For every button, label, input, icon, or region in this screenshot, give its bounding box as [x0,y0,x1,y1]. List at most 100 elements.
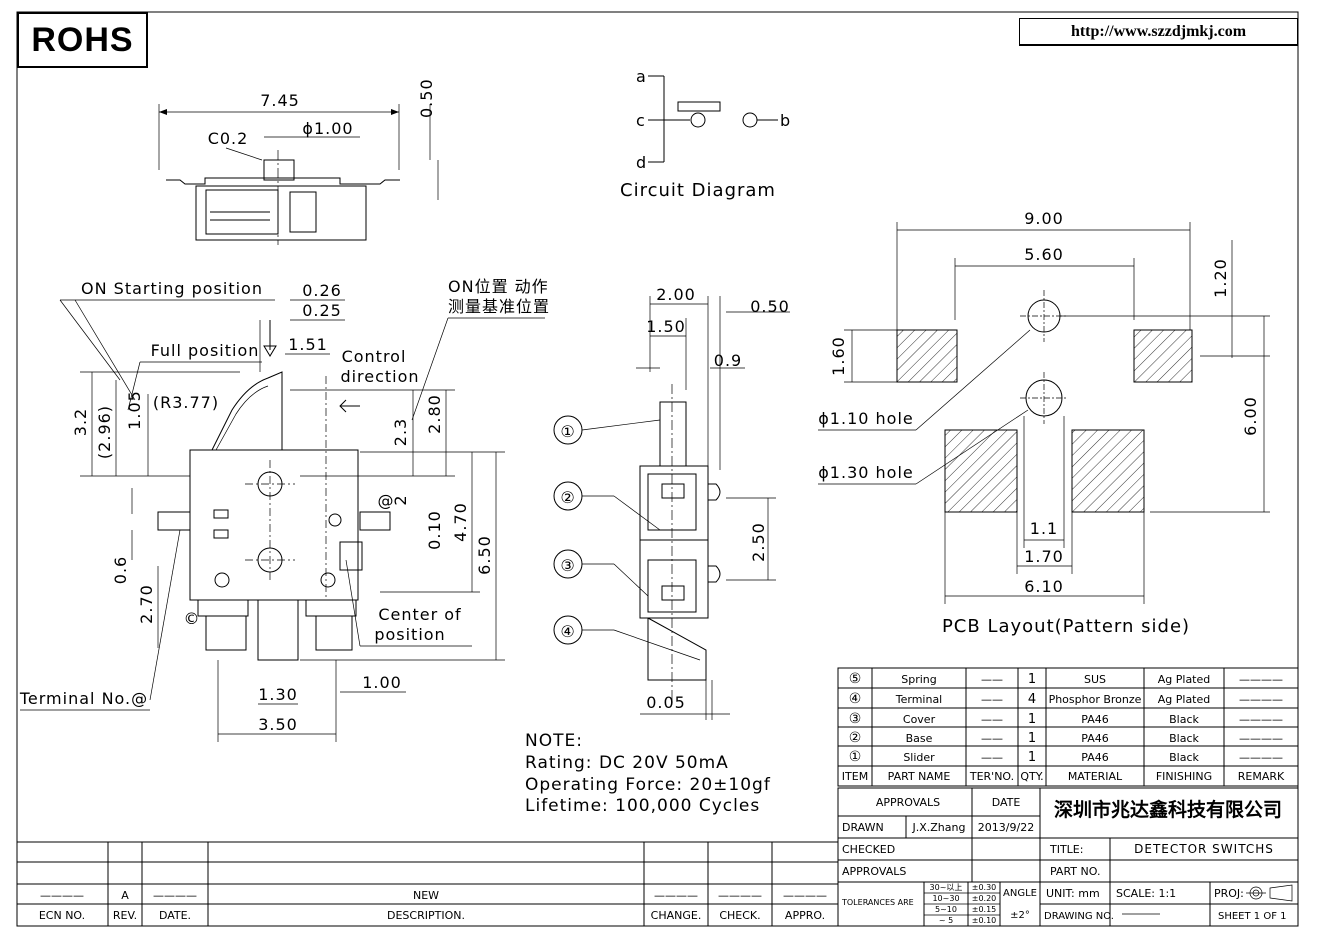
bom-header-finishing: FINISHING [1156,770,1212,783]
bom-cell-qty: 1 [1028,712,1036,727]
bom-cell-name: Base [906,732,933,745]
rev-header-desc: DESCRIPTION. [387,909,465,922]
bom-header-name: PART NAME [888,770,951,783]
callout-3: ③ [560,556,575,575]
tb-proj: PROJ: [1214,887,1244,900]
dim-5-60: 5.60 [1024,245,1064,264]
tb-drawing-no: DRAWING NO. [1044,911,1114,922]
tol-range-1: 30~以上 [930,883,963,892]
bom-cell-ter: —— [981,713,1003,726]
bom-cell-material: Phosphor Bronze [1049,693,1142,706]
dim-2-80: 2.80 [425,394,444,434]
bom-cell-material: PA46 [1081,732,1108,745]
note-force: Operating Force: 20±10gf [525,775,771,795]
bom-cell-item: ② [849,730,862,746]
tb-drawn-date: 2013/9/22 [978,821,1034,834]
terminal-no-label: Terminal No.@ [19,689,148,708]
revision-block: ———— A ———— NEW ———— ———— ———— ECN NO. R… [17,841,838,926]
bom-cell-qty: 1 [1028,750,1036,765]
tb-title-value: DETECTOR SWITCHS [1134,842,1274,856]
bom-cell-name: Terminal [895,693,943,706]
dim-0-9: 0.9 [714,351,742,370]
callout-2: ② [560,488,575,507]
note-life: Lifetime: 100,000 Cycles [525,796,760,816]
bom-cell-name: Cover [903,713,936,726]
tol-range-2: 10~30 [932,894,959,903]
tol-range-4: ~ 5 [939,916,953,925]
dim-1-20: 1.20 [1211,258,1230,298]
dim-0-10: 0.10 [425,510,444,550]
tb-angle: ANGLE [1003,888,1037,899]
dim-0-50-side: 0.50 [750,297,790,316]
tol-val-3: ±0.15 [972,905,997,914]
bom-cell-ter: —— [981,751,1003,764]
bom-cell-finishing: Black [1169,751,1199,764]
bom-cell-item: ③ [849,711,862,727]
tb-approvals: APPROVALS [876,796,940,809]
pad-top-right [1133,329,1193,383]
dim-2: 2 [391,494,410,505]
tb-checked: CHECKED [842,843,895,856]
rev-desc: NEW [413,889,439,902]
tol-range-3: 5~10 [935,905,957,914]
full-position-label: Full position [151,341,260,360]
rev-header-rev: REV. [113,909,137,922]
tol-val-4: ±0.10 [972,916,997,925]
bom-cell-finishing: Black [1169,732,1199,745]
dim-0-25: 0.25 [302,301,342,320]
dim-7-45: 7.45 [260,91,300,110]
bom-cell-finishing: Black [1169,713,1199,726]
dim-6-50: 6.50 [475,535,494,575]
dim-1-1: 1.1 [1030,519,1058,538]
pad-bottom-right [1071,429,1145,513]
center-of-label-1: Center of [378,605,461,624]
bom-header-ter: TER'NO. [969,770,1014,783]
bom-cell-finishing: Ag Plated [1158,693,1211,706]
bom-cell-qty: 1 [1028,672,1036,687]
tb-angle-val: ±2° [1010,910,1030,921]
on-cn-label-1: ON位置 动作 [448,277,549,296]
tb-approvals-2: APPROVALS [842,865,906,878]
pin-b: b [780,111,791,130]
circuit-diagram: a b c d Circuit Diagram [620,67,791,201]
tb-tolerances: TOLERANCES ARE [841,898,914,907]
bom-cell-material: PA46 [1081,713,1108,726]
pcb-title: PCB Layout(Pattern side) [942,616,1190,637]
rev-check: ———— [718,889,762,902]
dim-6-00: 6.00 [1241,396,1260,436]
bom-cell-item: ④ [849,691,862,707]
bom-cell-qty: 4 [1028,692,1036,707]
rev-header-date: DATE. [159,909,191,922]
company-name: 深圳市兆达鑫科技有限公司 [1054,798,1282,821]
pin-d: d [636,153,647,172]
side-view: 2.00 1.50 0.50 0.9 2.50 0.05 ① ② ③ ④ [553,285,790,720]
dim-3-50: 3.50 [258,715,298,734]
bom-cell-remark: ———— [1239,713,1283,726]
notes: NOTE: Rating: DC 20V 50mA Operating Forc… [525,731,771,816]
bom-header-material: MATERIAL [1068,770,1123,783]
callout-1: ① [560,422,575,441]
pin-c: c [636,111,646,130]
dim-r3-77: (R3.77) [153,393,219,412]
bom-cell-remark: ———— [1239,693,1283,706]
front-view: ON Starting position Full position Contr… [19,277,549,742]
bom-cell-material: PA46 [1081,751,1108,764]
bom-cell-finishing: Ag Plated [1158,673,1211,686]
center-of-label-2: position [374,625,445,644]
dim-1-51: 1.51 [288,335,328,354]
dim-3-2: 3.2 [71,408,90,436]
tb-scale: SCALE: 1:1 [1116,887,1176,900]
tb-part-no: PART NO. [1050,865,1100,878]
tb-date: DATE [992,796,1021,809]
dim-dia-1-00: ϕ1.00 [302,119,353,138]
control-label-2: direction [340,367,419,386]
pin-a: a [636,67,647,86]
tb-drawn-by: J.X.Zhang [912,821,966,834]
on-starting-label: ON Starting position [81,279,263,298]
title-block: APPROVALS DATE 深圳市兆达鑫科技有限公司 DRAWN J.X.Zh… [837,787,1299,927]
dim-1-05: 1.05 [125,390,144,430]
dim-2-96: (2.96) [95,405,114,459]
pcb-layout: 9.00 5.60 1.20 1.60 6.00 ϕ1.10 hole ϕ1.3… [818,209,1270,637]
rev-appro: ———— [783,889,827,902]
tol-val-2: ±0.20 [972,894,997,903]
